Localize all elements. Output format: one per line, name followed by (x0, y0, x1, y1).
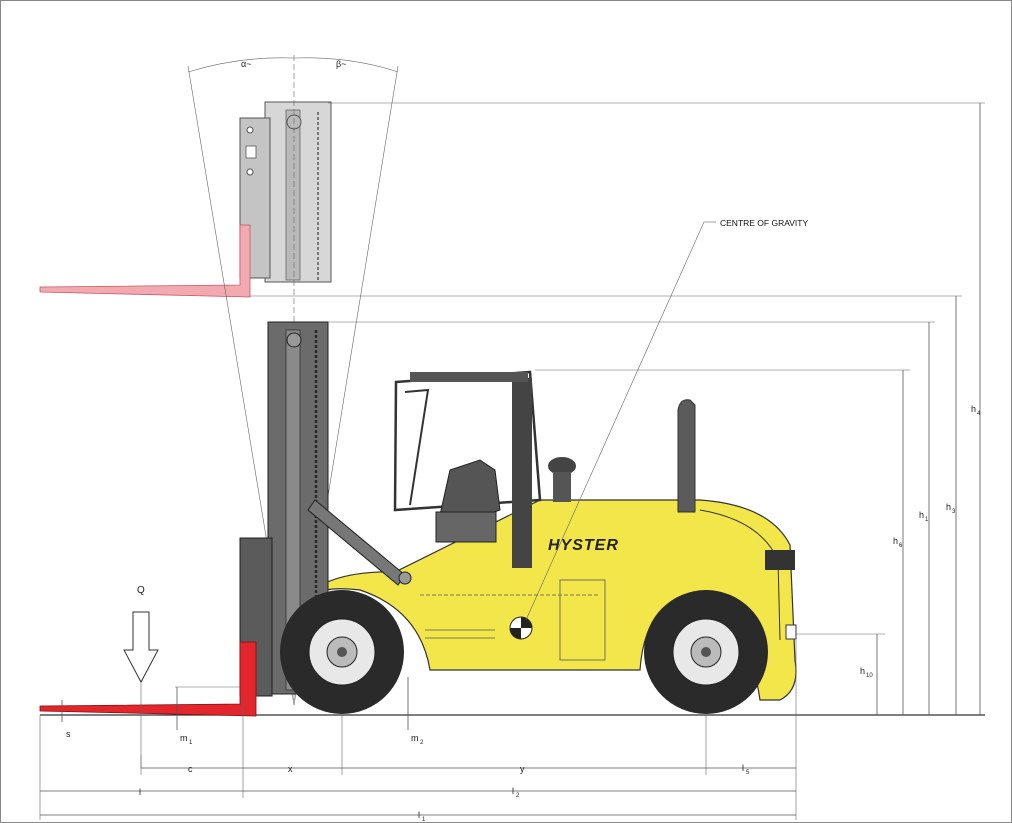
dim-l2-label: l 2 (512, 786, 520, 799)
truck-body (299, 399, 797, 701)
svg-text:1: 1 (422, 817, 426, 823)
rear-wheel (644, 590, 768, 714)
operator-cab (393, 370, 542, 568)
svg-text:l: l (742, 763, 744, 773)
svg-text:5: 5 (746, 770, 750, 776)
brand-logo-text: HYSTER (548, 537, 619, 554)
svg-text:h: h (860, 666, 865, 676)
svg-text:l: l (512, 786, 514, 796)
raised-mast (239, 101, 332, 283)
clearance-lines (61, 677, 409, 730)
svg-text:2: 2 (516, 793, 520, 799)
m2-label: m 2 (411, 733, 424, 746)
svg-text:h: h (919, 510, 924, 520)
svg-text:1: 1 (925, 517, 929, 523)
cog-leader-line (525, 221, 705, 621)
dim-x-label: x (288, 764, 293, 774)
length-dimension-lines (39, 640, 797, 820)
svg-text:3: 3 (952, 509, 956, 515)
alpha-angle-label: α~ (241, 59, 251, 69)
h10-label: h 10 (860, 666, 873, 679)
svg-text:l: l (418, 810, 420, 820)
centre-of-gravity-symbol (509, 616, 533, 640)
h1-label: h 1 (919, 510, 929, 523)
svg-text:10: 10 (866, 673, 873, 679)
h4-label: h 4 (971, 404, 981, 417)
raised-fork (39, 224, 251, 298)
dim-y-label: y (520, 764, 525, 774)
load-label: Q (137, 585, 145, 596)
m1-label: m 1 (180, 733, 193, 746)
front-wheel (280, 590, 404, 714)
dim-l5-label: l 5 (742, 763, 750, 776)
svg-text:4: 4 (977, 411, 981, 417)
dim-c-label: c (188, 764, 193, 774)
beta-angle-label: β~ (336, 59, 346, 69)
svg-text:m: m (180, 733, 188, 743)
h6-label: h 6 (893, 536, 903, 549)
svg-text:h: h (893, 536, 898, 546)
fork (39, 641, 257, 717)
svg-text:h: h (946, 502, 951, 512)
height-dimension-lines (250, 102, 985, 715)
svg-text:1: 1 (189, 740, 193, 746)
svg-text:2: 2 (420, 740, 424, 746)
svg-text:m: m (411, 733, 419, 743)
dim-l-label: l (139, 787, 141, 797)
centre-of-gravity-label: CENTRE OF GRAVITY (720, 218, 808, 228)
svg-text:6: 6 (899, 543, 903, 549)
load-arrow (123, 611, 159, 768)
fork-thickness-label: s (66, 729, 71, 739)
svg-text:h: h (971, 404, 976, 414)
dim-l1-label: l 1 (418, 810, 426, 823)
h3-label: h 3 (946, 502, 956, 515)
